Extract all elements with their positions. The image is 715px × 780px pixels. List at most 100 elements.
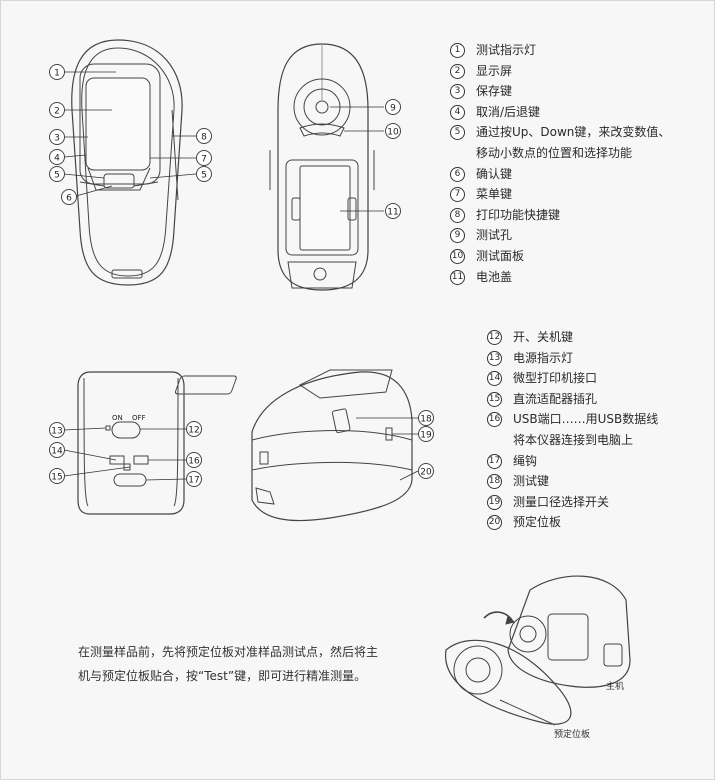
legend-item: 8 打印功能快捷键 [450,205,670,226]
legend-item: 20 预定位板 [487,512,658,533]
callout-8: 8 [201,133,207,143]
legend-item: 1 测试指示灯 [450,40,670,61]
device-bottom-view [77,371,185,515]
legend-text: USB端口……用USB数据线 [513,412,659,427]
off-label: OFF [132,414,146,422]
legend-text: 确认键 [476,166,513,181]
callout-19: 19 [420,431,432,441]
legend-text: 保存键 [476,84,513,99]
legend-number-badge: 12 [487,330,502,345]
legend-text: 测试面板 [476,248,525,263]
callout-5-right: 5 [201,171,207,181]
legend-text: 直流适配器插孔 [513,391,598,406]
callout-20: 20 [420,468,432,478]
legend-item: 7 菜单键 [450,184,670,205]
legend-text: 移动小数点的位置和选择功能 [476,145,633,160]
legend-number-badge: 7 [450,187,465,203]
legend-number-badge: 11 [450,269,465,285]
legend-number-badge: 10 [450,248,465,264]
legend-text: 将本仪器连接到电脑上 [513,432,634,447]
legend-text: 开、关机键 [513,330,574,344]
legend-bottom: 12 开、关机键 13 电源指示灯 14 微型打印机接口 15 直流适配器插孔 16 USB端口…… [487,327,658,533]
legend-item: 15 直流适配器插孔 [487,389,658,410]
legend-item: 14 微型打印机接口 [487,368,658,389]
legend-number-badge: 18 [487,474,502,490]
device-back-view [269,43,375,291]
legend-item: 4 取消/后退键 [450,102,670,123]
legend-item: 5 通过按Up、Down键，来改变数值、 [450,122,670,143]
legend-text: 通过按Up、Down键，来改变数值、 [476,125,671,140]
legend-number-badge: 8 [450,207,465,223]
legend-number-badge: 3 [450,84,465,100]
legend-item: 6 确认键 [450,164,670,185]
callout-14: 14 [51,447,63,457]
legend-text: 测试指示灯 [476,43,537,57]
legend-text: 显示屏 [476,63,513,78]
callout-16: 16 [188,457,200,467]
legend-number-badge: 2 [450,63,465,79]
callout-5-left: 5 [54,171,60,181]
legend-text: 绳钩 [513,453,538,468]
callout-7: 7 [201,155,207,165]
legend-top: 1 测试指示灯 2 显示屏 3 保存键 4 取消/后退键 5 通过按Up、Down键，来改变数值、… [450,40,670,287]
legend-text: 电源指示灯 [513,350,574,365]
legend-item: 16 USB端口……用USB数据线 [487,409,658,430]
callout-1: 1 [54,69,60,79]
callout-3: 3 [54,134,60,144]
legend-item: 3 保存键 [450,81,670,102]
legend-item: 2 显示屏 [450,61,670,82]
legend-text: 取消/后退键 [476,104,541,119]
callout-leaders [63,71,419,481]
callout-10: 10 [387,128,399,138]
on-label: ON [112,414,123,422]
callout-13: 13 [51,427,62,437]
callout-9: 9 [390,104,396,114]
legend-item: 17 绳钩 [487,451,658,472]
usage-paragraph: 在测量样品前，先将预定位板对准样品测试点，然后将主机与预定位板贴合，按“Test… [78,645,379,683]
legend-text: 微型打印机接口 [513,371,598,386]
legend-number-badge: 19 [487,494,502,510]
callout-markers: 1 2 3 4 5 5 6 7 8 9 10 11 12 13 14 15 16… [49,64,434,487]
callout-17: 17 [188,476,199,486]
callout-12: 12 [188,426,199,436]
legend-text: 菜单键 [476,187,513,202]
legend-item: 19 测量口径选择开关 [487,492,658,513]
legend-number-badge: 14 [487,371,502,387]
callout-6: 6 [66,194,72,204]
legend-text: 测试孔 [476,228,513,243]
legend-number-badge: 6 [450,166,465,182]
callout-11: 11 [387,208,398,218]
legend-item: 13 电源指示灯 [487,348,658,369]
legend-item: 将本仪器连接到电脑上 [487,430,658,451]
device-side-view [174,369,413,522]
legend-text: 预定位板 [513,515,562,530]
legend-text: 电池盖 [476,269,513,284]
legend-text: 测试键 [513,474,550,489]
device-and-plate-illustration [445,575,631,726]
legend-number-badge: 5 [450,125,465,141]
legend-number-badge: 20 [487,515,502,531]
legend-number-badge: 4 [450,104,465,120]
main-unit-caption: 主机 [606,682,625,692]
legend-number-badge: 9 [450,228,465,244]
callout-4: 4 [54,154,60,164]
legend-item: 移动小数点的位置和选择功能 [450,143,670,164]
callout-15: 15 [51,473,62,483]
legend-item: 11 电池盖 [450,267,670,288]
legend-number-badge: 17 [487,453,502,469]
legend-number-badge: 13 [487,350,502,366]
legend-text: 打印功能快捷键 [476,207,561,222]
legend-item: 18 测试键 [487,471,658,492]
legend-item: 12 开、关机键 [487,327,658,348]
legend-text: 测量口径选择开关 [513,494,610,509]
callout-2: 2 [54,107,60,117]
legend-number-badge: 16 [487,412,502,428]
device-front-view [71,39,183,286]
callout-18: 18 [420,415,432,425]
legend-number-badge: 1 [450,43,465,58]
legend-item: 9 测试孔 [450,225,670,246]
legend-item: 10 测试面板 [450,246,670,267]
legend-number-badge: 15 [487,391,502,407]
plate-caption: 预定位板 [554,730,591,740]
